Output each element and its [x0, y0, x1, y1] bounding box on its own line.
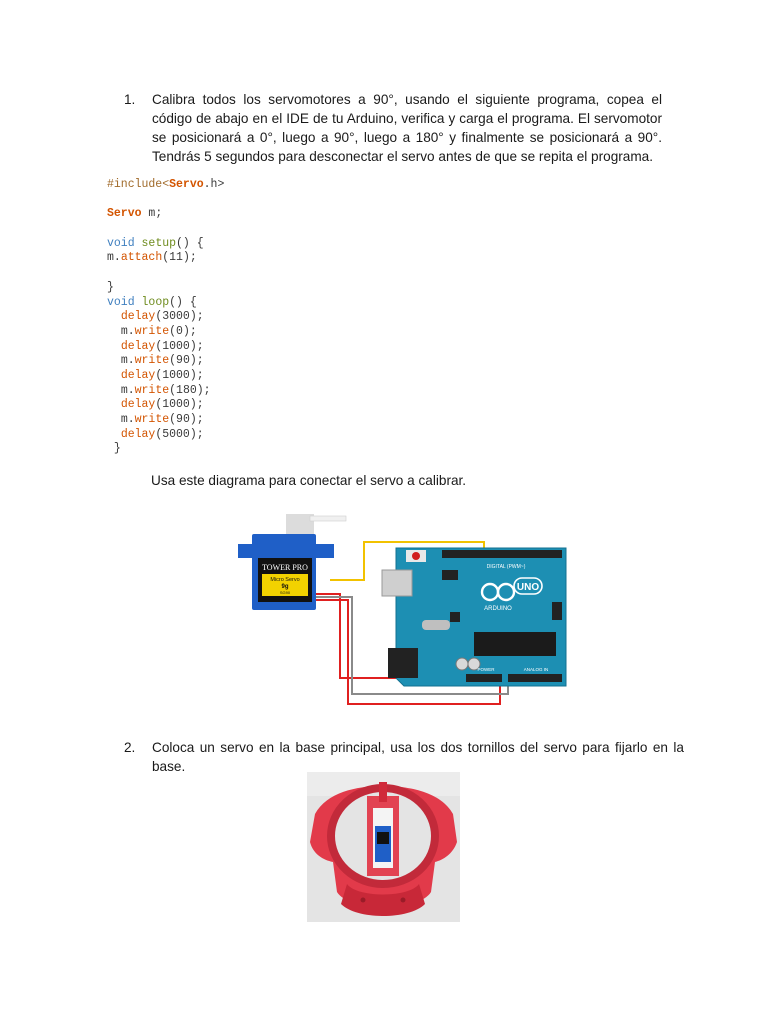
step-number: 2. [124, 740, 136, 755]
arduino-board: DIGITAL (PWM~) ARDUINO UNO POWER ANALOG … [381, 547, 567, 687]
step-2: 2. Coloca un servo en la base principal,… [124, 738, 684, 776]
code-line-loop-stmt: delay(5000); [120, 427, 204, 441]
wiring-diagram: TOWER PRO Micro Servo 9g SG90 DIGITAL (P… [238, 514, 567, 705]
code-line-close: } [107, 280, 114, 294]
code-line-include: #include<Servo.h> [107, 178, 225, 191]
digital-label: DIGITAL (PWM~) [487, 564, 526, 570]
code-line-loop-stmt: delay(3000); [120, 310, 204, 324]
code-line-loop-stmt: m.write(180); [120, 383, 211, 397]
code-line-blank [107, 266, 224, 281]
code-line-loop-stmt: m.write(0); [120, 324, 197, 338]
board-brand: ARDUINO [484, 606, 512, 612]
power-wire-return [316, 599, 501, 705]
step-1: 1. Calibra todos los servomotores a 90°,… [124, 90, 662, 166]
code-line-loop-stmt: delay(1000); [120, 339, 204, 353]
analog-label: ANALOG IN [524, 667, 549, 672]
code-line-loop-stmt: m.write(90); [120, 413, 204, 426]
code-line-blank [107, 193, 224, 208]
code-line-loop-stmt: delay(1000); [120, 398, 204, 412]
servo-motor: TOWER PRO Micro Servo 9g SG90 [238, 514, 347, 610]
board-model: UNO [517, 582, 539, 593]
servo-part: SG90 [280, 590, 291, 595]
code-line-loop-stmt: delay(1000); [120, 368, 204, 382]
code-line-loop: void loop() { [107, 295, 197, 309]
diagram-caption: Usa este diagrama para conectar el servo… [151, 473, 467, 488]
servo-base-photo [307, 772, 460, 922]
signal-wire [330, 541, 485, 581]
code-line-blank [107, 222, 224, 237]
code-line-attach: m.attach(11); [107, 251, 197, 265]
servo-brand: TOWER PRO [262, 563, 308, 572]
code-line-loop-stmt: m.write(90); [120, 354, 204, 368]
code-line-close: } [107, 442, 121, 456]
power-label: POWER [477, 667, 495, 672]
step-number: 1. [124, 92, 136, 107]
code-line-setup: void setup() { [107, 236, 204, 250]
code-block: #include<Servo.h>Servo m;void setup() {m… [107, 178, 224, 457]
code-line-decl: Servo m; [107, 207, 163, 221]
servo-weight: 9g [281, 584, 288, 590]
step-text: Coloca un servo en la base principal, us… [152, 740, 684, 774]
servo-model: Micro Servo [270, 577, 299, 583]
step-text: Calibra todos los servomotores a 90°, us… [152, 92, 662, 164]
